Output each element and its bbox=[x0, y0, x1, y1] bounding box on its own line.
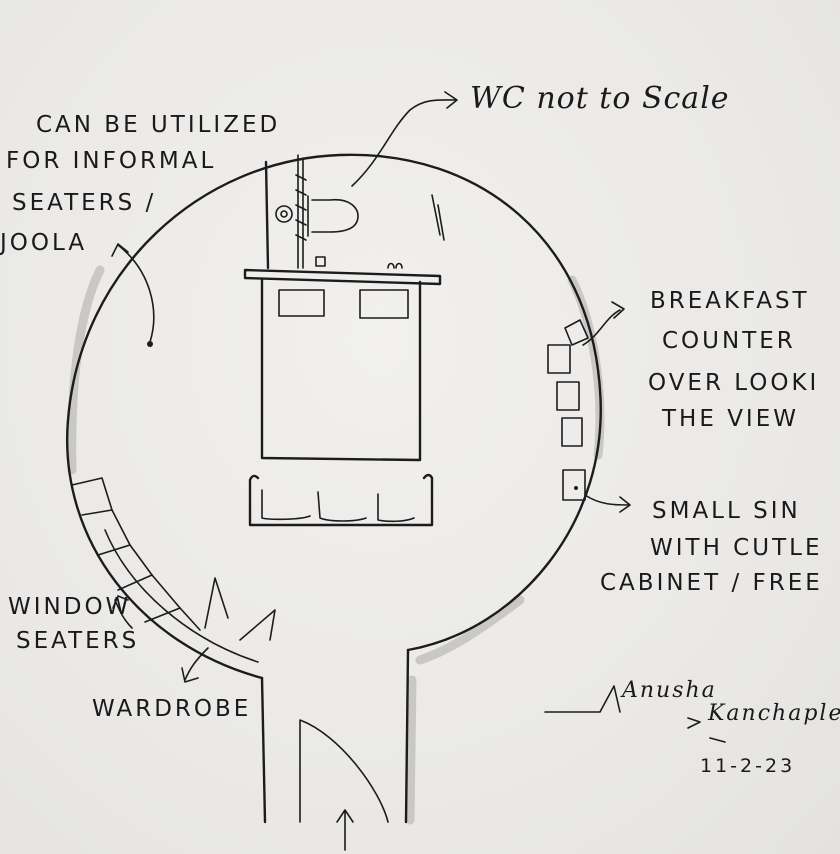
entry-arrow bbox=[336, 809, 354, 851]
wc-door-line bbox=[297, 154, 304, 269]
signature-stroke bbox=[544, 685, 726, 743]
window-label-line1: WINDOW bbox=[8, 594, 131, 620]
informal-label-line2: FOR INFORMAL bbox=[6, 148, 216, 174]
tap-icons bbox=[387, 262, 403, 269]
sink-label-line3: CABINET / FREE bbox=[600, 570, 823, 596]
bed bbox=[260, 278, 422, 462]
signature-date: 11-2-23 bbox=[700, 755, 795, 777]
breakfast-label-line3: OVER LOOKI bbox=[648, 370, 819, 396]
headboard bbox=[243, 268, 442, 286]
entry-door-swing bbox=[299, 719, 389, 823]
pillow-right bbox=[359, 289, 409, 319]
shower-glass bbox=[431, 194, 445, 241]
sink-label-line1: SMALL SIN bbox=[652, 498, 801, 524]
corridor-wall-left bbox=[260, 676, 267, 824]
wall-shadow-left bbox=[67, 265, 105, 475]
sink-icon bbox=[562, 469, 586, 501]
arrow-wc-note bbox=[351, 91, 458, 187]
informal-area-dot bbox=[147, 341, 153, 347]
arrow-wardrobe bbox=[181, 647, 209, 683]
signature-first-name: Anusha bbox=[620, 678, 717, 703]
toilet-drain-icon bbox=[280, 210, 288, 218]
toilet-bowl-icon bbox=[275, 205, 293, 223]
sink-drain-icon bbox=[574, 486, 578, 490]
wc-partition-left bbox=[264, 160, 270, 270]
breakfast-label-line1: BREAKFAST bbox=[650, 288, 810, 314]
bench-cushions bbox=[261, 489, 415, 523]
inner-wall-bottom-left bbox=[104, 529, 259, 663]
window-seaters bbox=[71, 477, 201, 631]
window-label-line2: SEATERS bbox=[16, 628, 139, 654]
wc-hatch bbox=[295, 174, 307, 241]
arrow-informal bbox=[111, 243, 155, 343]
informal-label-line1: CAN BE UTILIZED bbox=[36, 112, 280, 138]
breakfast-label-line2: COUNTER bbox=[662, 328, 796, 354]
arrow-window bbox=[112, 595, 133, 629]
pillow-left bbox=[278, 289, 325, 317]
wc-note-label: WC not to Scale bbox=[470, 81, 730, 116]
informal-label-line4: JOOLA bbox=[0, 230, 87, 256]
wardrobe-label: WARDROBE bbox=[92, 696, 251, 722]
wall-shadow-bottom-right bbox=[415, 595, 525, 665]
arrow-sink bbox=[584, 494, 631, 513]
wall-shadow-right bbox=[567, 275, 605, 460]
toilet-icon bbox=[307, 195, 359, 237]
floor-drain-icon bbox=[315, 256, 326, 267]
wardrobe-doors bbox=[204, 577, 276, 641]
sink-label-line2: WITH CUTLE bbox=[650, 535, 822, 561]
corridor-wall-right bbox=[404, 648, 410, 824]
informal-label-line3: SEATERS / bbox=[12, 190, 156, 216]
bench-seat bbox=[248, 473, 434, 527]
arrow-breakfast bbox=[582, 301, 625, 346]
signature-last-name: Kanchaplea bbox=[707, 701, 840, 726]
wall-shadow-corridor bbox=[405, 675, 417, 825]
breakfast-label-line4: THE VIEW bbox=[661, 406, 799, 432]
breakfast-counter bbox=[547, 319, 589, 447]
